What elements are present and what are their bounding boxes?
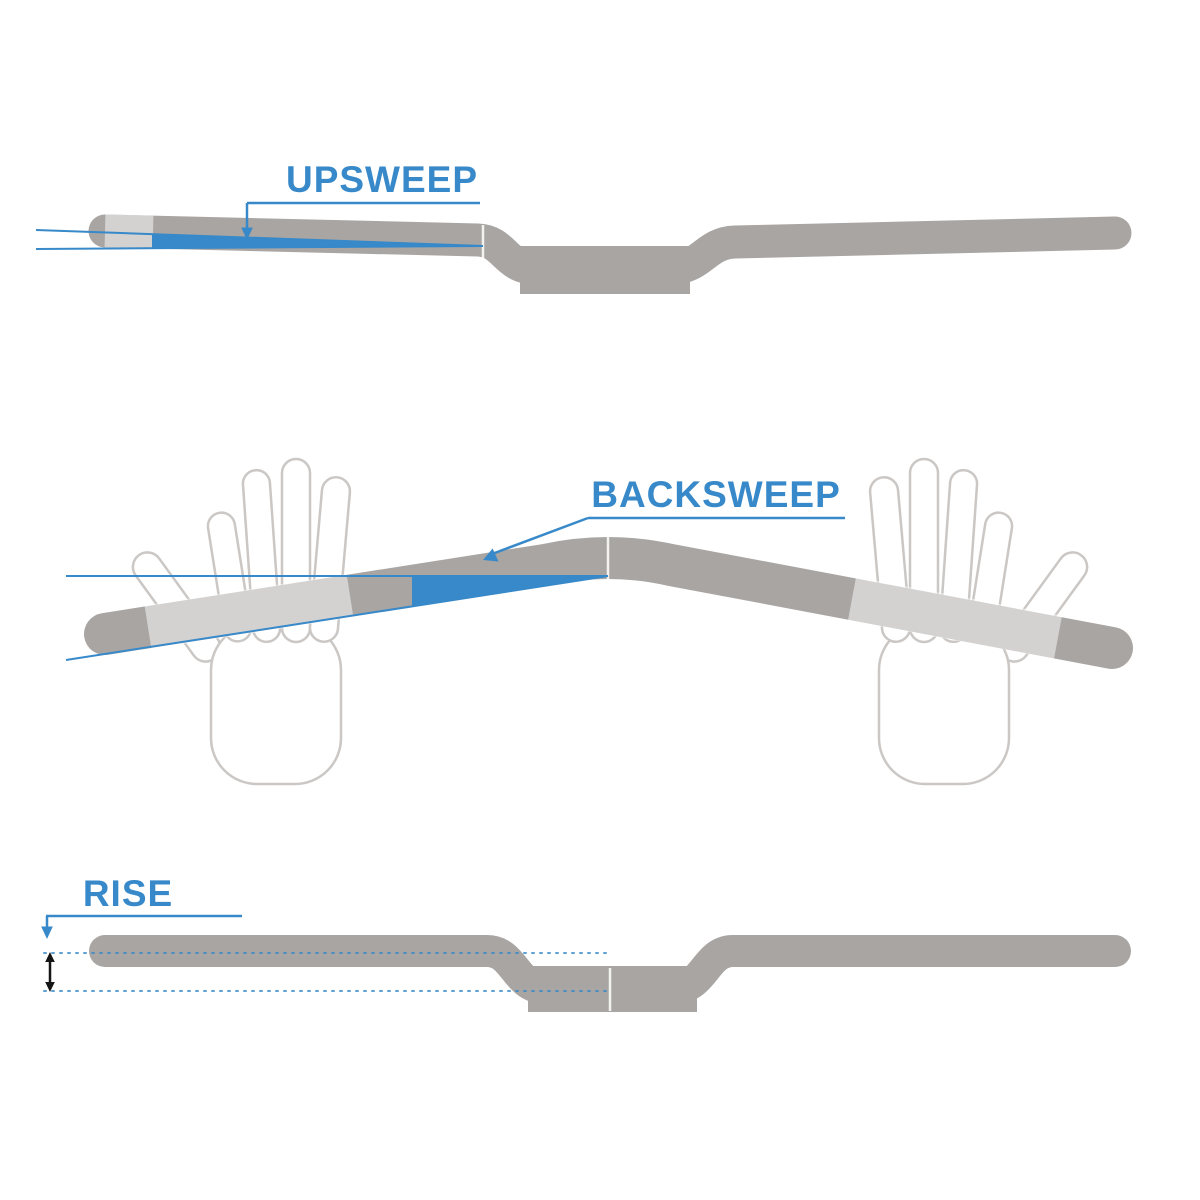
backsweep-pointer-line [491,516,589,556]
rise-diagram: RISE [41,873,1131,1012]
upsweep-angle-wedge [152,234,483,249]
backsweep-label: BACKSWEEP [591,474,841,515]
upsweep-angle-line-top [35,229,484,247]
backsweep-diagram: BACKSWEEP [65,457,1133,786]
upsweep-pointer-arrowhead [241,227,253,240]
rise-label: RISE [83,873,173,914]
backsweep-angle-wedge [412,576,608,607]
rise-measure-arrowhead-down [45,982,55,992]
rise-measure-arrowhead-up [45,952,55,962]
upsweep-label: UPSWEEP [286,159,478,200]
upsweep-diagram: UPSWEEP [35,159,1132,294]
upsweep-angle-line-bottom [35,245,484,250]
rise-pointer-arrowhead [41,926,53,939]
backsweep-grip-highlight-right [847,577,1063,659]
upsweep-grip-highlight [104,214,154,249]
backsweep-pointer-arrowhead [483,548,499,562]
backsweep-grip-highlight-left [144,573,354,650]
